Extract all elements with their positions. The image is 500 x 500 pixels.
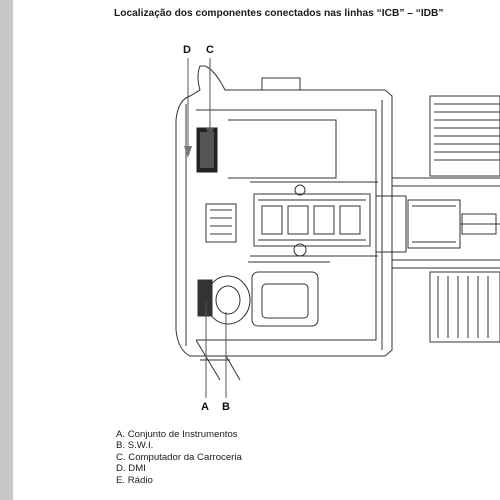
- component-legend: A. Conjunto de Instrumentos B. S.W.I. C.…: [116, 429, 242, 486]
- callout-d-arrowhead: [184, 146, 192, 158]
- legend-item: C. Computador da Carroceria: [116, 451, 242, 463]
- callout-arrows: [184, 58, 227, 398]
- truck-cab-diagram: D C A B: [175, 44, 500, 413]
- engine-block: [250, 181, 378, 257]
- callout-d-label: D: [183, 44, 191, 56]
- callout-c-arrowhead: [206, 128, 214, 138]
- body-computer-module: [196, 127, 218, 173]
- page-title: Localização dos componentes conectados n…: [114, 8, 444, 19]
- transmission: [375, 195, 500, 253]
- legend-item: A. Conjunto de Instrumentos: [116, 429, 238, 440]
- cab-floor: [195, 339, 241, 381]
- chassis-frame: [392, 95, 500, 343]
- legend-item: E. Rádio: [116, 474, 153, 486]
- cab-outline: [175, 65, 393, 357]
- steering-wheel: [197, 275, 251, 325]
- legend-item: D. DMI: [116, 463, 146, 475]
- document-page: Localização dos componentes conectados n…: [13, 0, 500, 500]
- callout-b-label: B: [222, 401, 230, 413]
- page-edge-strip: [0, 0, 13, 500]
- callout-a-label: A: [201, 401, 209, 413]
- dashboard-switch-panel: [205, 203, 237, 243]
- callout-c-label: C: [206, 44, 214, 56]
- driver-seat: [248, 261, 330, 327]
- legend-item: B. S.W.I.: [116, 440, 154, 452]
